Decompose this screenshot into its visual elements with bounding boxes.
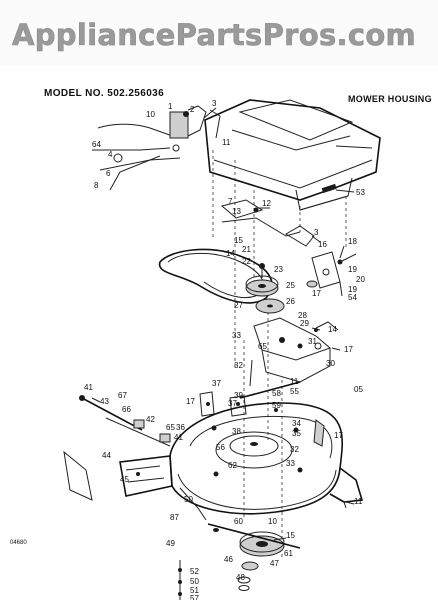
dashed-alignment-lines — [212, 150, 347, 560]
callout-23: 23 — [274, 265, 283, 274]
callout-19: 19 — [348, 265, 357, 274]
callout-12: 12 — [262, 199, 271, 208]
callout-52: 52 — [190, 567, 199, 576]
callout-57: 57 — [190, 594, 199, 600]
drive-belt — [158, 248, 273, 304]
callout-17b: 17 — [344, 345, 353, 354]
callout-16: 16 — [318, 240, 327, 249]
callout-32b: 32 — [290, 445, 299, 454]
callout-39: 39 — [234, 391, 243, 400]
section-title: MOWER HOUSING — [348, 94, 432, 104]
callout-28: 28 — [298, 311, 307, 320]
callout-4: 4 — [108, 150, 113, 159]
callout-64: 64 — [92, 140, 101, 149]
callout-41b: 41 — [174, 433, 183, 442]
callout-numbers: 1 2 3 10 64 4 6 8 11 53 12 7 13 15 3 16 … — [10, 99, 365, 600]
callout-15: 15 — [234, 236, 243, 245]
callout-2: 2 — [190, 105, 195, 114]
callout-44: 44 — [102, 451, 111, 460]
callout-56: 56 — [216, 443, 225, 452]
callout-55: 55 — [290, 387, 299, 396]
callout-65b: 65 — [166, 423, 175, 432]
steering-linkage — [92, 105, 221, 191]
belt-brackets — [220, 199, 357, 297]
callout-33: 33 — [232, 331, 241, 340]
callout-22: 22 — [242, 257, 251, 266]
callout-61: 61 — [284, 549, 293, 558]
callout-65: 65 — [258, 342, 267, 351]
callout-14b: 14 — [328, 325, 337, 334]
body-housing — [204, 99, 381, 211]
callout-17d: 17 — [334, 431, 343, 440]
callout-43: 43 — [100, 397, 109, 406]
callout-60: 60 — [234, 517, 243, 526]
callout-33b: 33 — [286, 459, 295, 468]
callout-45: 45 — [120, 475, 129, 484]
callout-10b: 10 — [268, 517, 277, 526]
callout-11b: 11 — [290, 377, 299, 386]
callout-36: 36 — [176, 423, 185, 432]
callout-21: 21 — [242, 245, 251, 254]
callout-53: 53 — [356, 188, 365, 197]
leader-lines — [91, 107, 355, 541]
callout-32: 32 — [234, 361, 243, 370]
lift-bracket-mechanism — [239, 317, 339, 399]
callout-1: 1 — [168, 102, 173, 111]
callout-13: 13 — [232, 207, 241, 216]
callout-10: 10 — [146, 110, 155, 119]
callout-34: 34 — [292, 419, 301, 428]
drawing-code: 04680 — [10, 540, 27, 546]
site-banner: AppliancePartsPros.com — [0, 0, 438, 66]
callout-67: 67 — [118, 391, 127, 400]
callout-3b: 3 — [314, 228, 319, 237]
callout-42: 42 — [146, 415, 155, 424]
callout-15b: 15 — [286, 531, 295, 540]
callout-58: 58 — [272, 389, 281, 398]
callout-37: 37 — [212, 379, 221, 388]
callout-38: 38 — [232, 427, 241, 436]
callout-05: 05 — [354, 385, 363, 394]
callout-66: 66 — [122, 405, 131, 414]
callout-3: 3 — [212, 99, 217, 108]
callout-41: 41 — [84, 383, 93, 392]
callout-47: 47 — [270, 559, 279, 568]
callout-62: 62 — [228, 461, 237, 470]
callout-31: 31 — [308, 337, 317, 346]
callout-8: 8 — [94, 181, 99, 190]
blade-spindle-assembly — [178, 523, 301, 600]
callout-17: 17 — [312, 289, 321, 298]
callout-35: 35 — [292, 429, 301, 438]
callout-17c: 17 — [186, 397, 195, 406]
pulley-assembly — [245, 263, 318, 314]
callout-49: 49 — [166, 539, 175, 548]
callout-29: 29 — [300, 319, 309, 328]
callout-26: 26 — [286, 297, 295, 306]
callout-19b: 19 — [348, 285, 357, 294]
callout-37b: 37 — [228, 399, 237, 408]
callout-48: 48 — [236, 573, 245, 582]
callout-7: 7 — [228, 197, 233, 206]
callout-25: 25 — [286, 281, 295, 290]
exploded-parts-diagram: 1 2 3 10 64 4 6 8 11 53 12 7 13 15 3 16 … — [10, 99, 381, 600]
callout-46: 46 — [224, 555, 233, 564]
callout-18: 18 — [348, 237, 357, 246]
callout-51: 51 — [190, 586, 199, 595]
callout-20: 20 — [356, 275, 365, 284]
model-number-label: MODEL NO. 502.256036 — [44, 88, 165, 99]
callout-59: 59 — [272, 401, 281, 410]
callout-30: 30 — [326, 359, 335, 368]
callout-27: 27 — [234, 301, 243, 310]
callout-11c: 11 — [354, 497, 363, 506]
callout-6: 6 — [106, 169, 111, 178]
front-rods — [79, 391, 247, 447]
site-watermark-text: AppliancePartsPros.com — [12, 18, 417, 53]
callout-54: 54 — [348, 293, 357, 302]
mower-deck — [169, 402, 364, 515]
callout-50: 50 — [184, 495, 193, 504]
callout-14: 14 — [226, 249, 235, 258]
callout-87: 87 — [170, 513, 179, 522]
callout-50b: 50 — [190, 577, 199, 586]
callout-11: 11 — [222, 138, 231, 147]
discharge-chute — [63, 450, 207, 521]
